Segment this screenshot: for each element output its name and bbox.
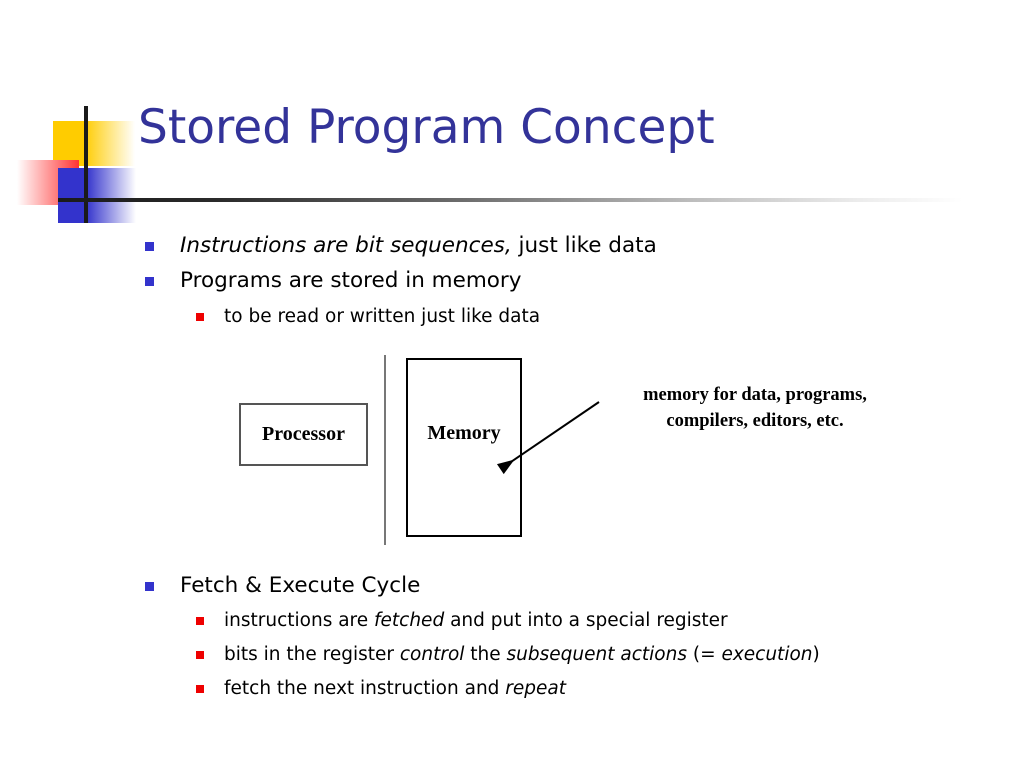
bullet-text: bits in the register (224, 644, 400, 665)
bullet-item: fetch the next instruction and repeat (196, 677, 566, 701)
bullet-text: the (464, 644, 507, 665)
bullet-text: and put into a special register (444, 610, 728, 631)
callout-arrow (496, 401, 600, 475)
bullet-marker-level2 (196, 685, 204, 693)
bullet-marker-level2 (196, 313, 204, 321)
bullet-marker-level1 (145, 277, 154, 286)
bullet-item: Fetch & Execute Cycle (145, 573, 421, 599)
decoration-blue-square (58, 168, 136, 223)
decoration-horizontal-rule (58, 198, 963, 202)
bullet-text: fetch the next instruction and (224, 678, 506, 699)
processor-label: Processor (262, 423, 345, 445)
slide-title: Stored Program Concept (138, 100, 715, 155)
callout-line-2: compilers, editors, etc. (666, 411, 844, 431)
bullet-text: Fetch & Execute Cycle (180, 573, 421, 598)
bullet-text: Instructions are bit sequences, (180, 233, 512, 258)
bullet-text: to be read or written just like data (224, 306, 541, 327)
callout-line-1: memory for data, programs, (643, 385, 867, 405)
bullet-text: Programs are stored in memory (180, 268, 522, 293)
bullet-text: instructions are (224, 610, 375, 631)
bullet-item: Instructions are bit sequences, just lik… (145, 233, 657, 259)
bullet-text: ) (812, 644, 820, 665)
bullet-text: fetched (374, 610, 445, 631)
diagram-divider-line (384, 355, 386, 545)
bullet-item: Programs are stored in memory (145, 268, 522, 294)
decoration-yellow-square (53, 121, 135, 166)
memory-box: Memory (406, 358, 522, 537)
bullet-item: to be read or written just like data (196, 305, 541, 329)
bullet-item: bits in the register control the subsequ… (196, 643, 820, 667)
bullet-marker-level2 (196, 651, 204, 659)
bullet-marker-level2 (196, 617, 204, 625)
bullet-marker-level1 (145, 242, 154, 251)
bullet-text: execution (721, 644, 813, 665)
memory-label: Memory (427, 422, 501, 444)
bullet-marker-level1 (145, 582, 154, 591)
bullet-text: repeat (505, 678, 566, 699)
bullet-text: control (399, 644, 465, 665)
decoration-red-square (17, 160, 79, 205)
memory-callout-text: memory for data, programs, compilers, ed… (590, 382, 920, 434)
bullet-text: subsequent actions (506, 644, 687, 665)
decoration-vertical-rule (84, 106, 88, 223)
bullet-text: just like data (511, 233, 657, 258)
bullet-item: instructions are fetched and put into a … (196, 609, 728, 633)
bullet-text: (= (686, 644, 722, 665)
processor-box: Processor (239, 403, 368, 466)
